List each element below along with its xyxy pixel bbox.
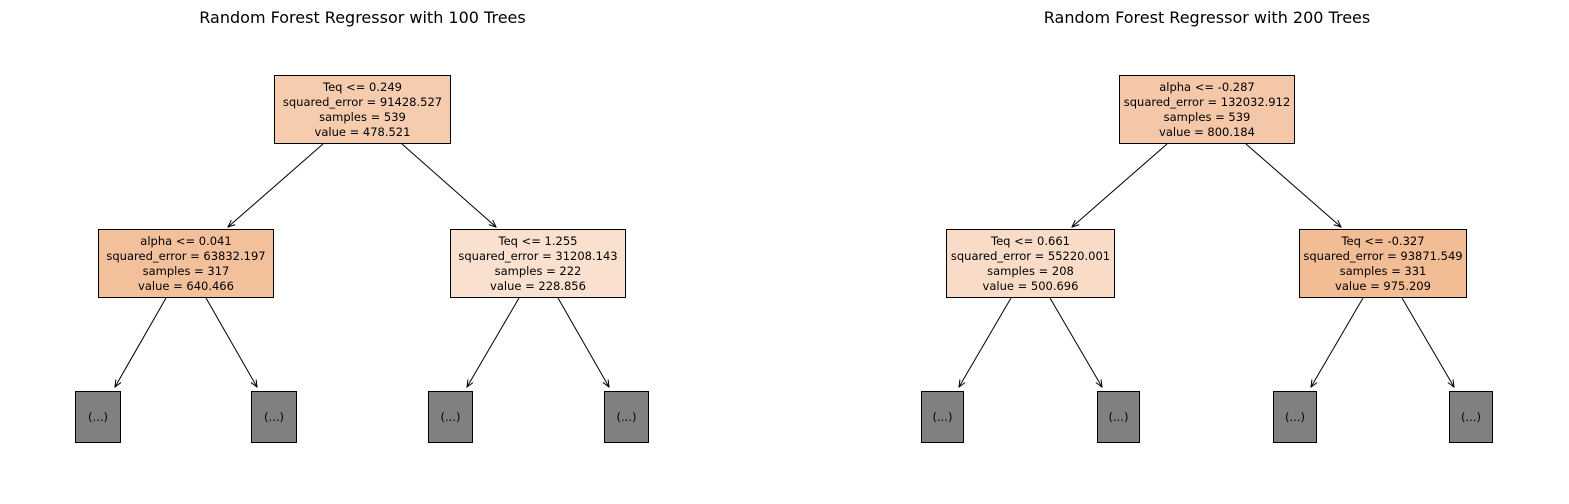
- chart-title: Random Forest Regressor with 100 Trees: [199, 8, 526, 27]
- edge: [228, 143, 324, 227]
- edge: [1049, 297, 1102, 387]
- left-node: alpha <= 0.041 squared_error = 63832.197…: [98, 229, 274, 298]
- edge: [959, 297, 1012, 387]
- node-value: value = 228.856: [490, 278, 586, 293]
- truncated-leaf: (...): [1449, 391, 1493, 443]
- node-split: alpha <= 0.041: [140, 233, 232, 248]
- edge: [205, 297, 257, 387]
- node-error: squared_error = 31208.143: [458, 248, 618, 263]
- tree-panel-200: Random Forest Regressor with 200 Trees a…: [845, 0, 1569, 504]
- node-samples: samples = 208: [987, 263, 1074, 278]
- node-error: squared_error = 91428.527: [282, 94, 443, 109]
- node-samples: samples = 331: [1339, 263, 1427, 278]
- edge: [1311, 297, 1364, 387]
- node-samples: samples = 222: [494, 263, 582, 278]
- node-error: squared_error = 132032.912: [1123, 94, 1291, 109]
- node-split: Teq <= 0.249: [323, 79, 402, 94]
- node-samples: samples = 539: [319, 109, 406, 124]
- node-value: value = 640.466: [138, 278, 234, 293]
- node-value: value = 800.184: [1159, 124, 1255, 139]
- edge: [1401, 297, 1454, 387]
- tree-edges: [0, 143, 725, 504]
- node-value: value = 478.521: [314, 124, 411, 139]
- truncated-leaf: (...): [1273, 391, 1317, 443]
- truncated-leaf: (...): [1097, 391, 1140, 443]
- node-split: Teq <= -0.327: [1341, 233, 1425, 248]
- root-node: alpha <= -0.287 squared_error = 132032.9…: [1119, 75, 1295, 144]
- node-value: value = 975.209: [1335, 278, 1431, 293]
- edge: [115, 297, 167, 387]
- truncated-leaf: (...): [604, 391, 649, 443]
- edge: [1072, 143, 1168, 227]
- edge: [1245, 143, 1341, 227]
- truncated-leaf: (...): [251, 391, 297, 443]
- left-node: Teq <= 0.661 squared_error = 55220.001 s…: [946, 229, 1115, 298]
- root-node: Teq <= 0.249 squared_error = 91428.527 s…: [274, 75, 451, 144]
- truncated-leaf: (...): [921, 391, 964, 443]
- node-split: Teq <= 0.661: [991, 233, 1070, 248]
- edge: [401, 143, 496, 227]
- tree-edges: [845, 143, 1569, 504]
- truncated-leaf: (...): [428, 391, 473, 443]
- tree-panel-100: Random Forest Regressor with 100 Trees T…: [0, 0, 725, 504]
- node-value: value = 500.696: [982, 278, 1079, 293]
- chart-title: Random Forest Regressor with 200 Trees: [1043, 8, 1371, 27]
- right-node: Teq <= -0.327 squared_error = 93871.549 …: [1299, 229, 1467, 298]
- right-node: Teq <= 1.255 squared_error = 31208.143 s…: [450, 229, 626, 298]
- node-error: squared_error = 55220.001: [950, 248, 1111, 263]
- edge: [557, 297, 609, 387]
- node-error: squared_error = 93871.549: [1303, 248, 1463, 263]
- node-split: alpha <= -0.287: [1159, 79, 1255, 94]
- truncated-leaf: (...): [75, 391, 121, 443]
- node-split: Teq <= 1.255: [498, 233, 578, 248]
- edge: [467, 297, 520, 387]
- node-error: squared_error = 63832.197: [106, 248, 266, 263]
- node-samples: samples = 317: [142, 263, 230, 278]
- node-samples: samples = 539: [1163, 109, 1251, 124]
